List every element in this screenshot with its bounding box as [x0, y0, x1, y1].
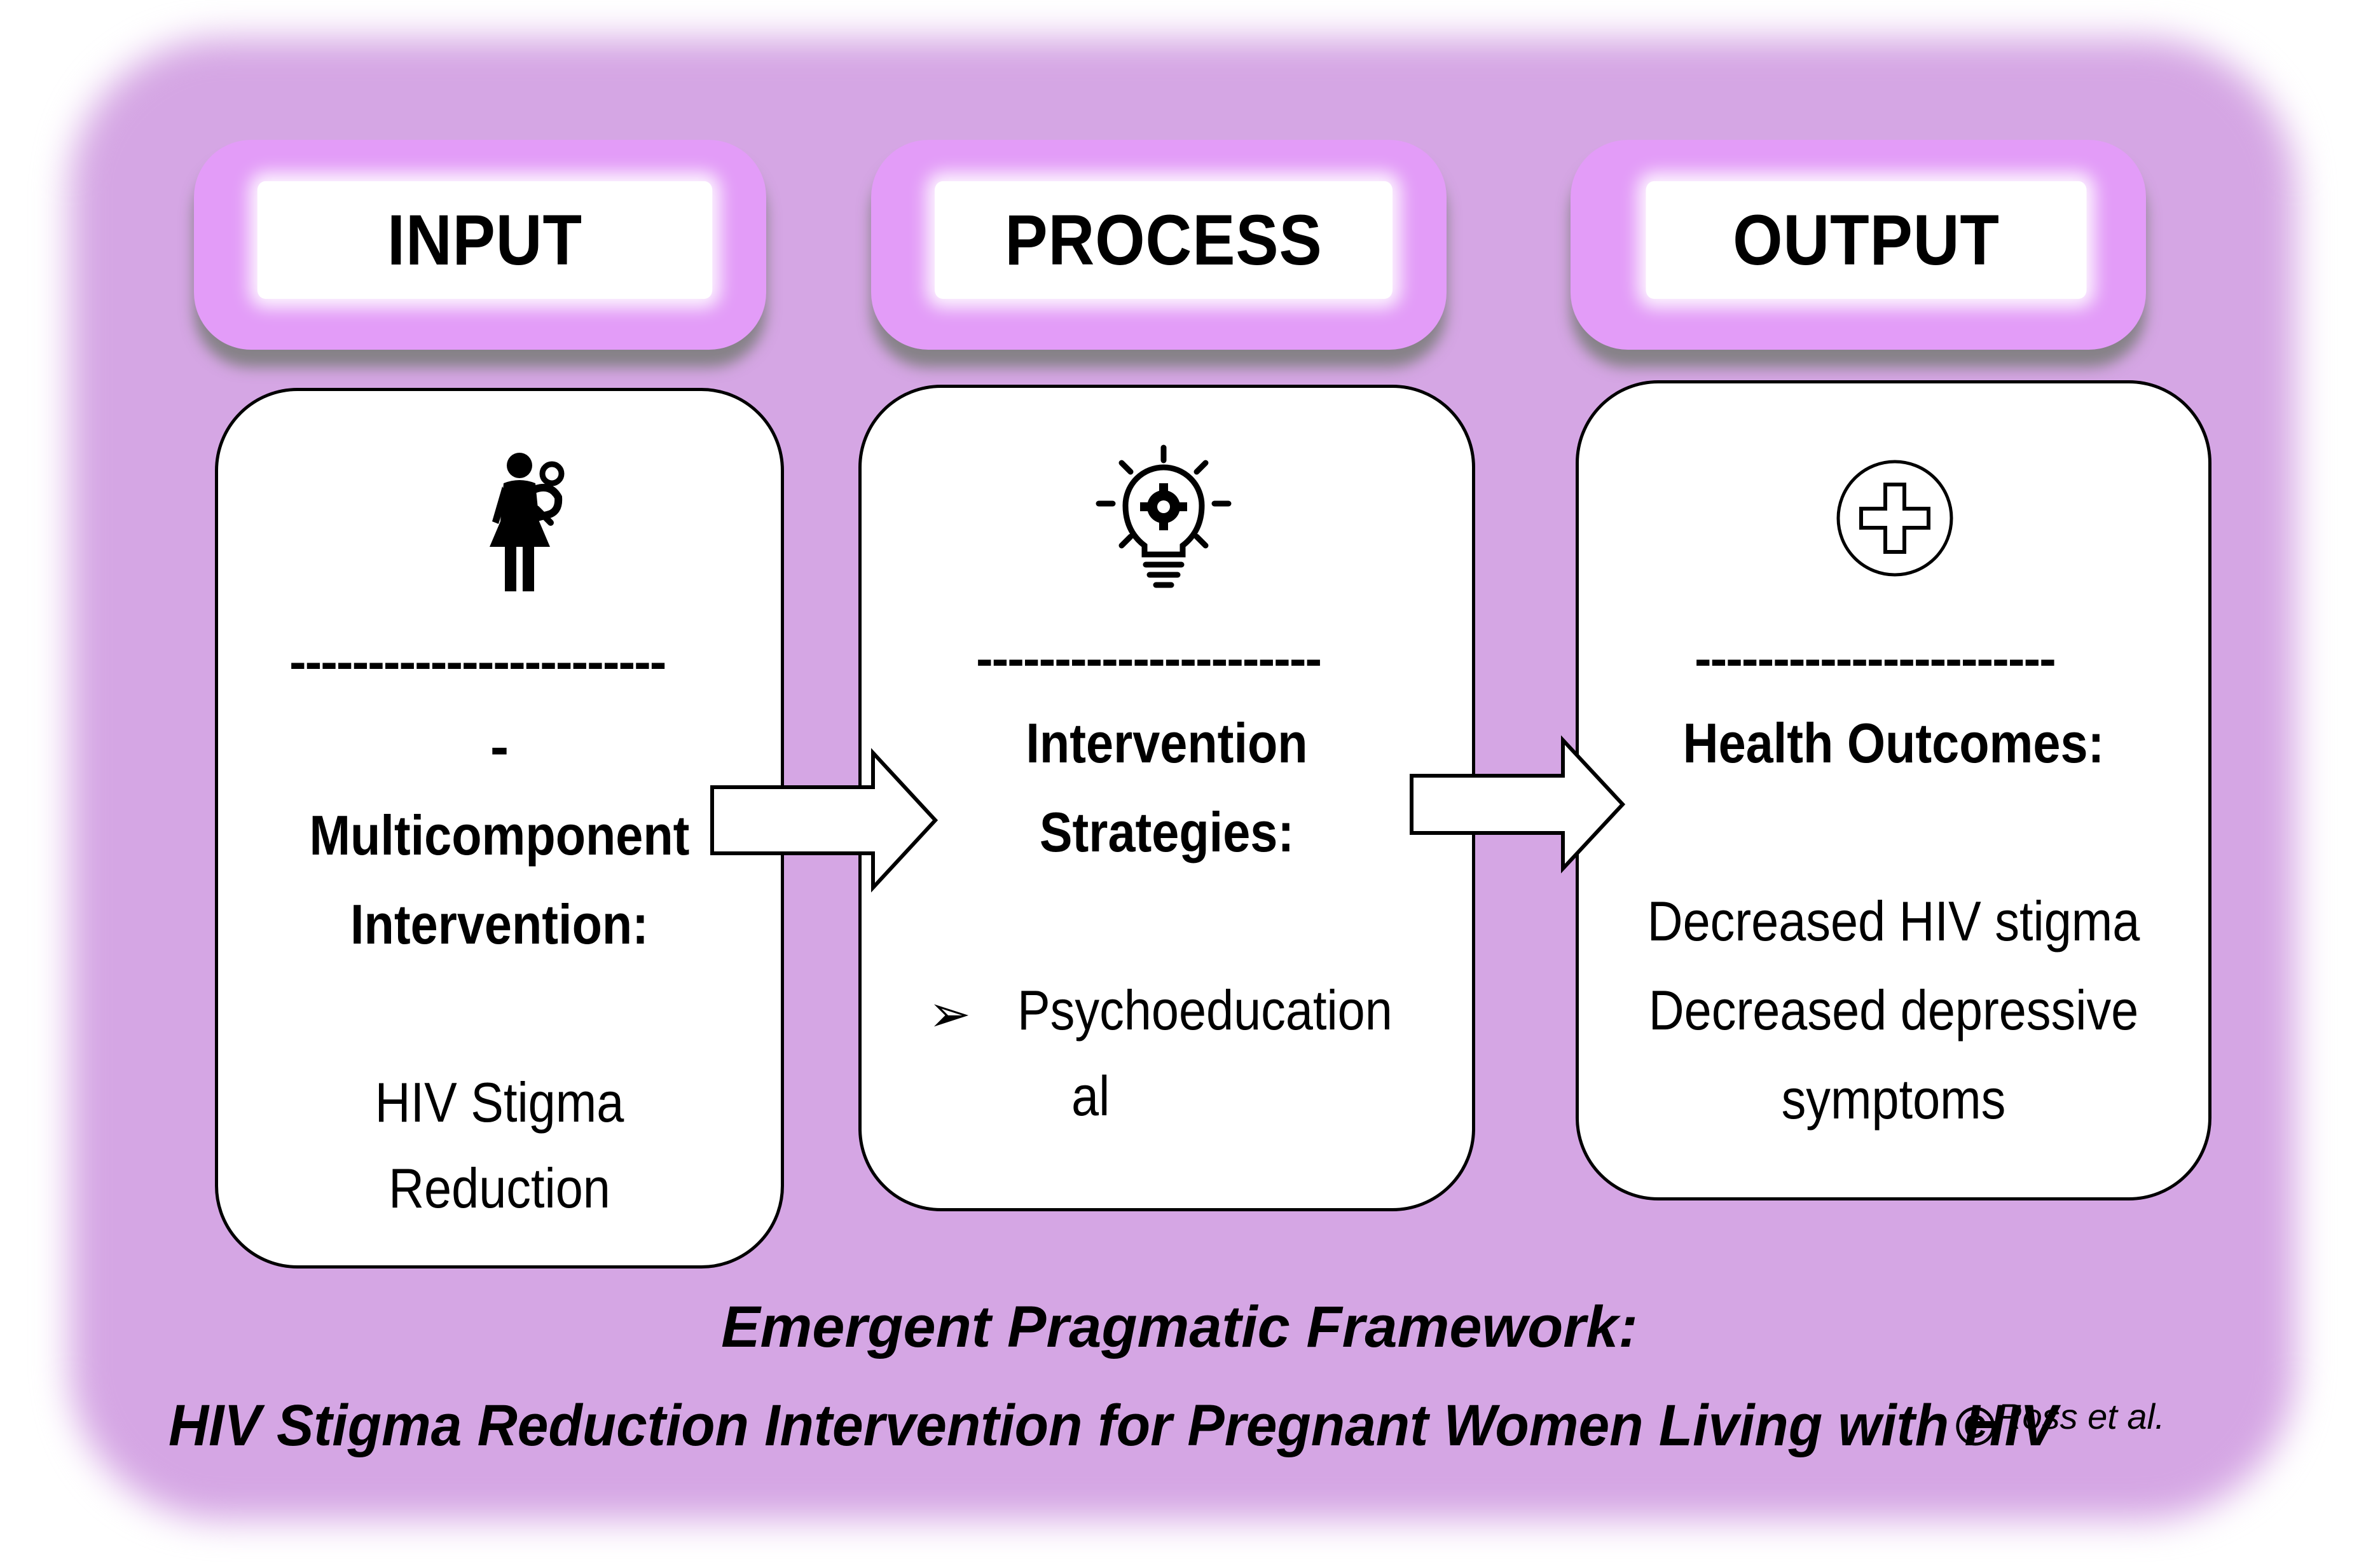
- output-divider: -----------------------: [1695, 630, 2056, 687]
- process-item-line2: al: [1071, 1064, 1110, 1127]
- output-line1: Decreased HIV stigma: [1647, 890, 2140, 952]
- input-dash-line: -: [490, 715, 509, 778]
- output-line2: Decreased depressive: [1648, 979, 2139, 1042]
- output-header: OUTPUT: [1646, 181, 2087, 299]
- input-header: INPUT: [257, 181, 713, 299]
- process-to-output-arrow: [1410, 735, 1626, 874]
- input-heading-line1: Multicomponent: [309, 804, 690, 867]
- mother-with-child-icon: [490, 453, 565, 591]
- process-divider: ----------------------: [976, 630, 1322, 687]
- input-body-line2: Reduction: [389, 1157, 610, 1220]
- process-heading-line2: Strategies:: [1039, 801, 1295, 863]
- input-to-process-arrow: [710, 748, 939, 893]
- lightbulb-gear-icon: [1096, 444, 1232, 588]
- copyright-symbol: ©: [1955, 1396, 1996, 1457]
- caption-title: Emergent Pragmatic Framework:: [721, 1295, 1638, 1359]
- input-divider: ------------------------: [289, 633, 666, 690]
- caption-subtitle: HIV Stigma Reduction Intervention for Pr…: [168, 1393, 2058, 1458]
- input-heading-line2: Intervention:: [350, 893, 649, 956]
- input-body-line1: HIV Stigma: [375, 1071, 624, 1134]
- process-heading-line1: Intervention: [1026, 712, 1308, 774]
- output-line3: symptoms: [1781, 1068, 2006, 1131]
- process-header: PROCESS: [935, 181, 1393, 299]
- medical-cross-icon: [1836, 460, 1953, 577]
- output-heading: Health Outcomes:: [1682, 712, 2105, 774]
- process-item-line1: Psychoeducation: [1017, 979, 1393, 1042]
- credit-text: Ross et al.: [1997, 1396, 2165, 1436]
- process-bullet-icon: ➢: [928, 986, 972, 1042]
